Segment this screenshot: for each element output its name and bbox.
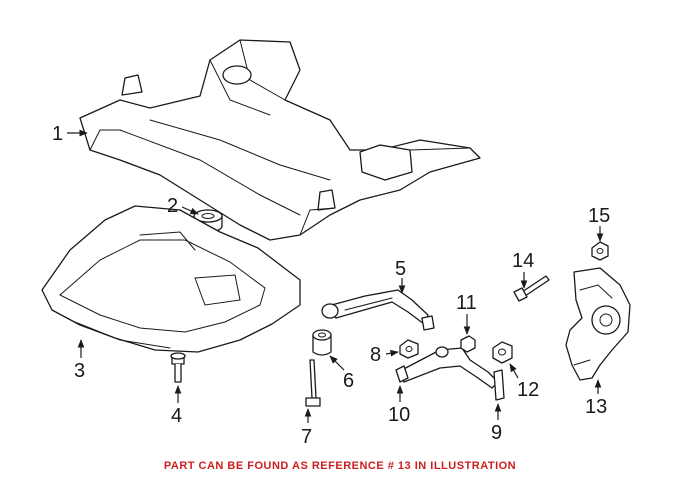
part-control-arm-9 bbox=[395, 346, 505, 401]
part-bushing-6 bbox=[312, 329, 332, 356]
part-nut-15 bbox=[591, 241, 609, 261]
callout-14: 14 bbox=[512, 250, 534, 272]
callout-2: 2 bbox=[167, 195, 178, 217]
part-knuckle-13 bbox=[565, 267, 631, 381]
part-bolt-4 bbox=[170, 352, 186, 383]
callout-10: 10 bbox=[388, 404, 410, 426]
part-bolt-14 bbox=[513, 275, 550, 302]
callout-12: 12 bbox=[517, 379, 539, 401]
callout-15: 15 bbox=[588, 205, 610, 227]
callout-9: 9 bbox=[491, 422, 502, 444]
callout-4: 4 bbox=[171, 405, 182, 427]
callout-13: 13 bbox=[585, 396, 607, 418]
part-subframe bbox=[79, 39, 481, 241]
part-nut-8 bbox=[399, 339, 419, 359]
part-bolt-7 bbox=[305, 359, 321, 407]
callout-1: 1 bbox=[52, 123, 63, 145]
callout-8: 8 bbox=[370, 344, 381, 366]
part-control-arm-5 bbox=[321, 289, 435, 331]
callout-6: 6 bbox=[343, 370, 354, 392]
part-nut-11 bbox=[460, 335, 476, 353]
callout-11: 11 bbox=[456, 292, 477, 314]
callout-5: 5 bbox=[395, 258, 406, 280]
callout-3: 3 bbox=[74, 360, 85, 382]
callout-7: 7 bbox=[301, 426, 312, 448]
callout-leaders bbox=[67, 129, 604, 423]
part-nut-12 bbox=[492, 341, 513, 364]
part-skid-plate bbox=[41, 205, 301, 353]
reference-note: PART CAN BE FOUND AS REFERENCE # 13 IN I… bbox=[163, 460, 517, 472]
